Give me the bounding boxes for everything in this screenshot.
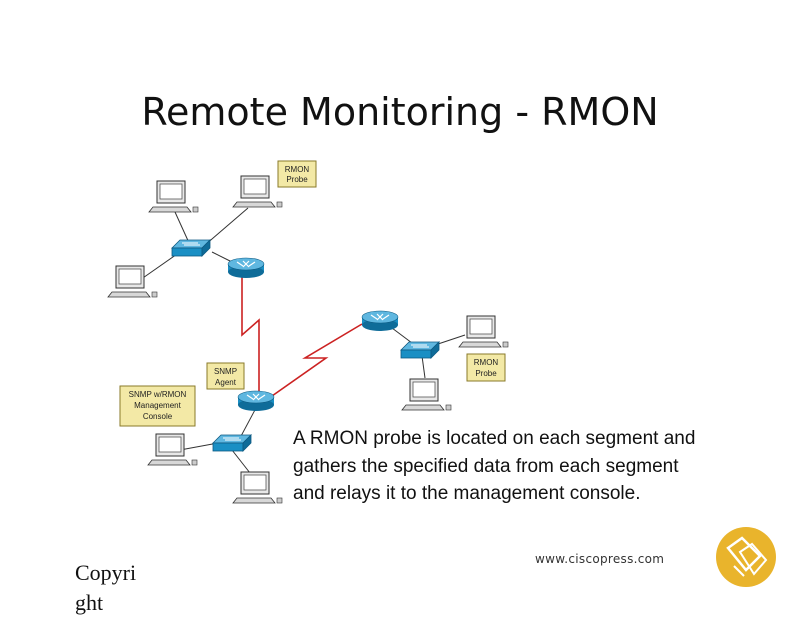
description-line: gathers the specified data from each seg… [293,455,679,477]
snmp-agent-label: SNMP Agent [206,362,245,390]
wan-link-vertical [241,276,260,394]
copyright-line: Copyri [75,560,137,585]
svg-text:RMON: RMON [474,358,499,367]
copyright-line: ght [75,590,104,615]
pc-icon [147,433,198,466]
pc-icon [107,265,158,298]
pc-icon [232,471,283,504]
description-line: and relays it to the management console. [293,483,641,504]
router-icon [227,257,265,279]
svg-text:Management: Management [134,401,181,410]
svg-text:Console: Console [143,412,173,421]
slide-description: A RMON probe is located on each segment … [293,425,793,508]
ethernet-links-top [139,207,249,281]
snmp-management-console-label: SNMP w/RMON Management Console [119,385,196,427]
slide-title: Remote Monitoring - RMON [141,90,659,134]
website-url: www.ciscopress.com [535,552,665,566]
pc-icon [148,180,199,213]
router-icon [237,390,275,412]
switch-icon [400,341,440,359]
switch-icon [171,239,211,257]
svg-text:RMON: RMON [285,165,310,174]
network-diagram: RMON Probe RMON Probe SNMP Agent SNMP w/… [107,160,776,587]
copyright-text: Copyri ght [75,558,155,618]
svg-text:Agent: Agent [215,378,237,387]
svg-text:SNMP w/RMON: SNMP w/RMON [129,390,187,399]
svg-text:SNMP: SNMP [214,367,237,376]
description-line: A RMON probe is located on each segment … [293,428,696,449]
rmon-probe-label-top: RMON Probe [277,160,317,188]
svg-text:Probe: Probe [286,175,308,184]
router-icon [361,310,399,332]
switch-icon [212,434,252,452]
pc-icon [232,175,283,208]
ethernet-links-bottom [179,407,257,474]
pc-icon [458,315,509,348]
cisco-press-logo-icon [716,527,776,587]
svg-text:Probe: Probe [475,369,497,378]
pc-icon [401,378,452,411]
rmon-probe-label-right: RMON Probe [466,353,506,382]
wan-link-diagonal [271,323,363,397]
